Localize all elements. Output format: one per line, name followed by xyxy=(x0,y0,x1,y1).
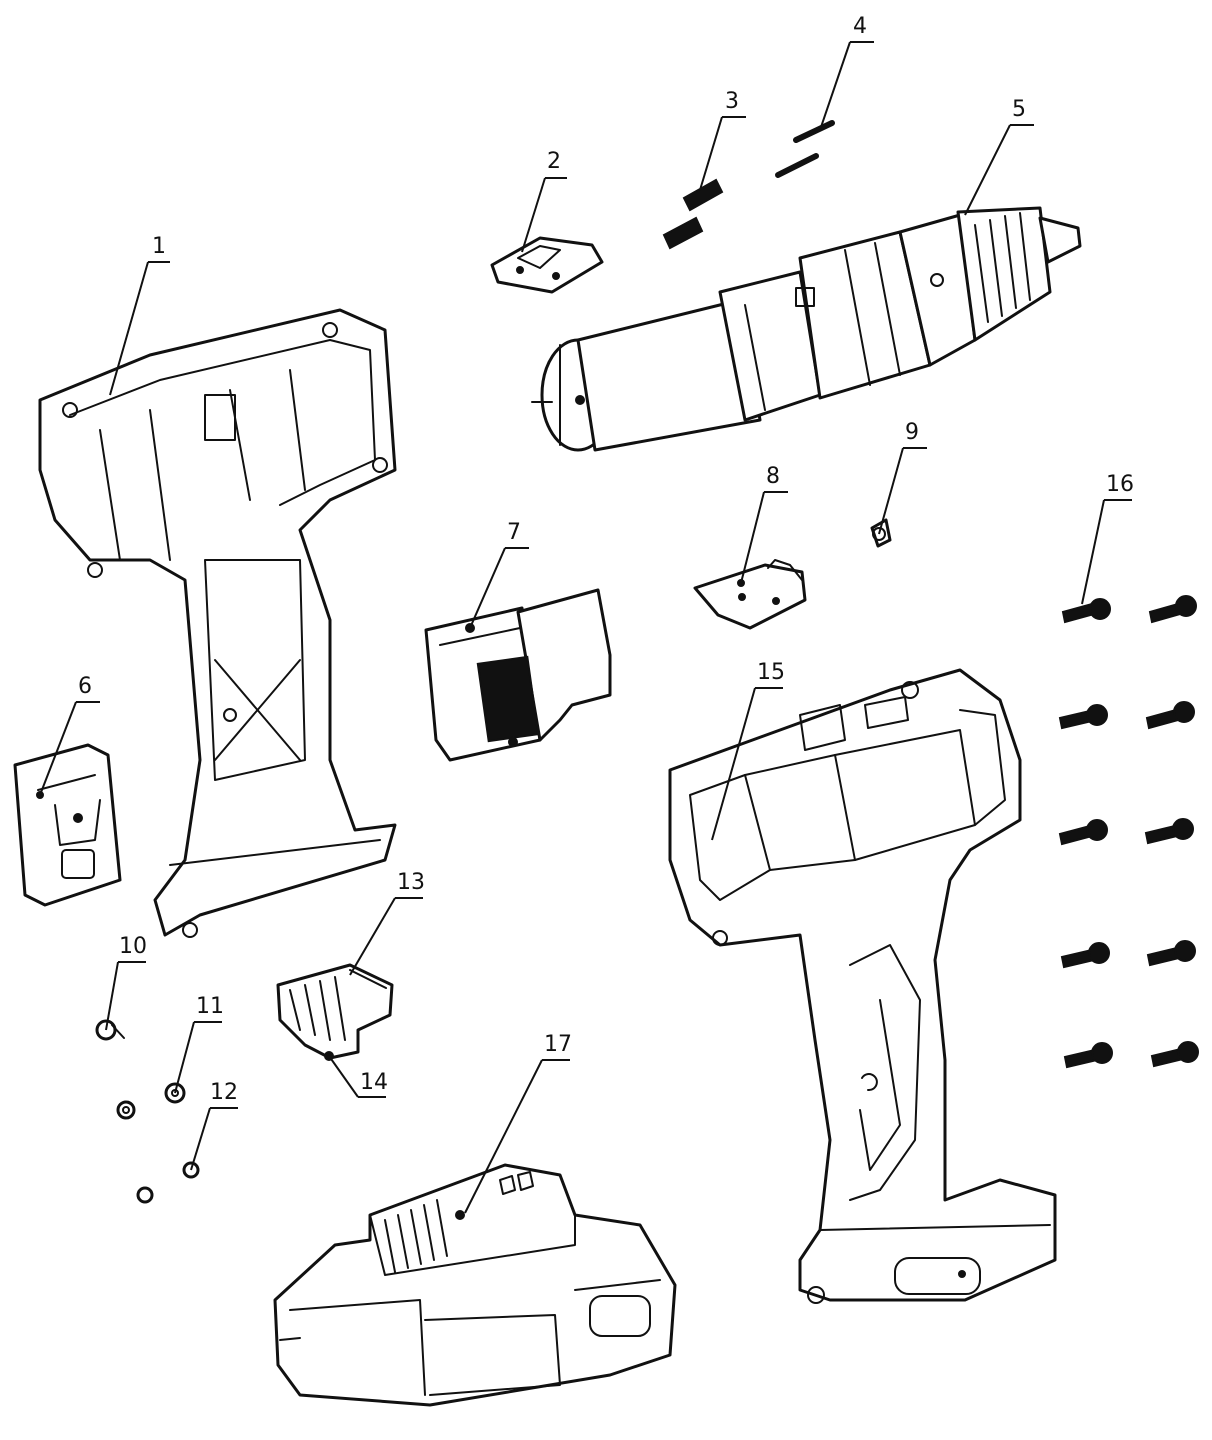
callout-label: 12 xyxy=(210,1080,238,1105)
callout-9: 9 xyxy=(878,420,927,535)
callout-4: 4 xyxy=(819,14,874,131)
callout-label: 17 xyxy=(544,1032,572,1057)
part-nuts-11 xyxy=(116,1082,186,1120)
callout-label: 4 xyxy=(853,14,867,39)
part-battery-pack xyxy=(273,1163,677,1407)
screw-icon xyxy=(1058,819,1108,846)
screw-icon xyxy=(1060,942,1110,969)
callout-label: 2 xyxy=(547,149,561,174)
part-screw-10 xyxy=(95,1019,125,1041)
part-reversing-lever xyxy=(693,559,807,630)
part-nuts-12 xyxy=(136,1161,200,1204)
callout-8: 8 xyxy=(740,464,788,584)
part-pins xyxy=(775,120,835,178)
callout-6: 6 xyxy=(39,674,100,796)
callout-2: 2 xyxy=(521,149,567,253)
callout-13: 13 xyxy=(349,870,425,976)
callout-10: 10 xyxy=(105,934,147,1031)
callout-7: 7 xyxy=(469,520,529,629)
callout-label: 7 xyxy=(507,520,521,545)
callout-14: 14 xyxy=(328,1055,388,1098)
part-motor-gearbox-chuck xyxy=(531,206,1082,452)
callout-16: 16 xyxy=(1081,472,1134,605)
screw-icon xyxy=(1145,701,1195,730)
part-plate xyxy=(13,743,122,907)
part-screws-16 xyxy=(1058,595,1199,1069)
callout-label: 10 xyxy=(119,934,147,959)
part-left-housing xyxy=(38,308,397,938)
screw-icon xyxy=(1144,818,1194,845)
callout-11: 11 xyxy=(174,994,224,1094)
callout-15: 15 xyxy=(711,660,785,841)
callout-label: 9 xyxy=(905,420,919,445)
callout-label: 6 xyxy=(78,674,92,699)
part-right-housing xyxy=(668,668,1057,1304)
screw-icon xyxy=(1148,595,1197,624)
callout-label: 3 xyxy=(725,89,739,114)
part-carbon-brushes xyxy=(662,178,724,250)
callout-label: 5 xyxy=(1012,97,1026,122)
screw-icon xyxy=(1146,940,1196,967)
part-trigger-switch xyxy=(424,588,612,762)
callout-label: 15 xyxy=(757,660,785,685)
callout-label: 13 xyxy=(397,870,425,895)
callout-label: 8 xyxy=(766,464,780,489)
callout-label: 1 xyxy=(152,234,166,259)
screw-icon xyxy=(1058,704,1108,730)
callout-17: 17 xyxy=(464,1032,572,1214)
callout-12: 12 xyxy=(190,1080,238,1171)
part-switch-clip xyxy=(490,236,604,294)
callout-label: 14 xyxy=(360,1070,388,1095)
callout-label: 16 xyxy=(1106,472,1134,497)
callout-5: 5 xyxy=(964,97,1034,216)
callout-1: 1 xyxy=(109,234,170,396)
screw-icon xyxy=(1063,1042,1113,1069)
callout-label: 11 xyxy=(196,994,224,1019)
screw-icon xyxy=(1150,1041,1199,1068)
callout-3: 3 xyxy=(699,89,746,191)
part-speed-selector xyxy=(276,963,394,1061)
screw-icon xyxy=(1061,598,1111,624)
